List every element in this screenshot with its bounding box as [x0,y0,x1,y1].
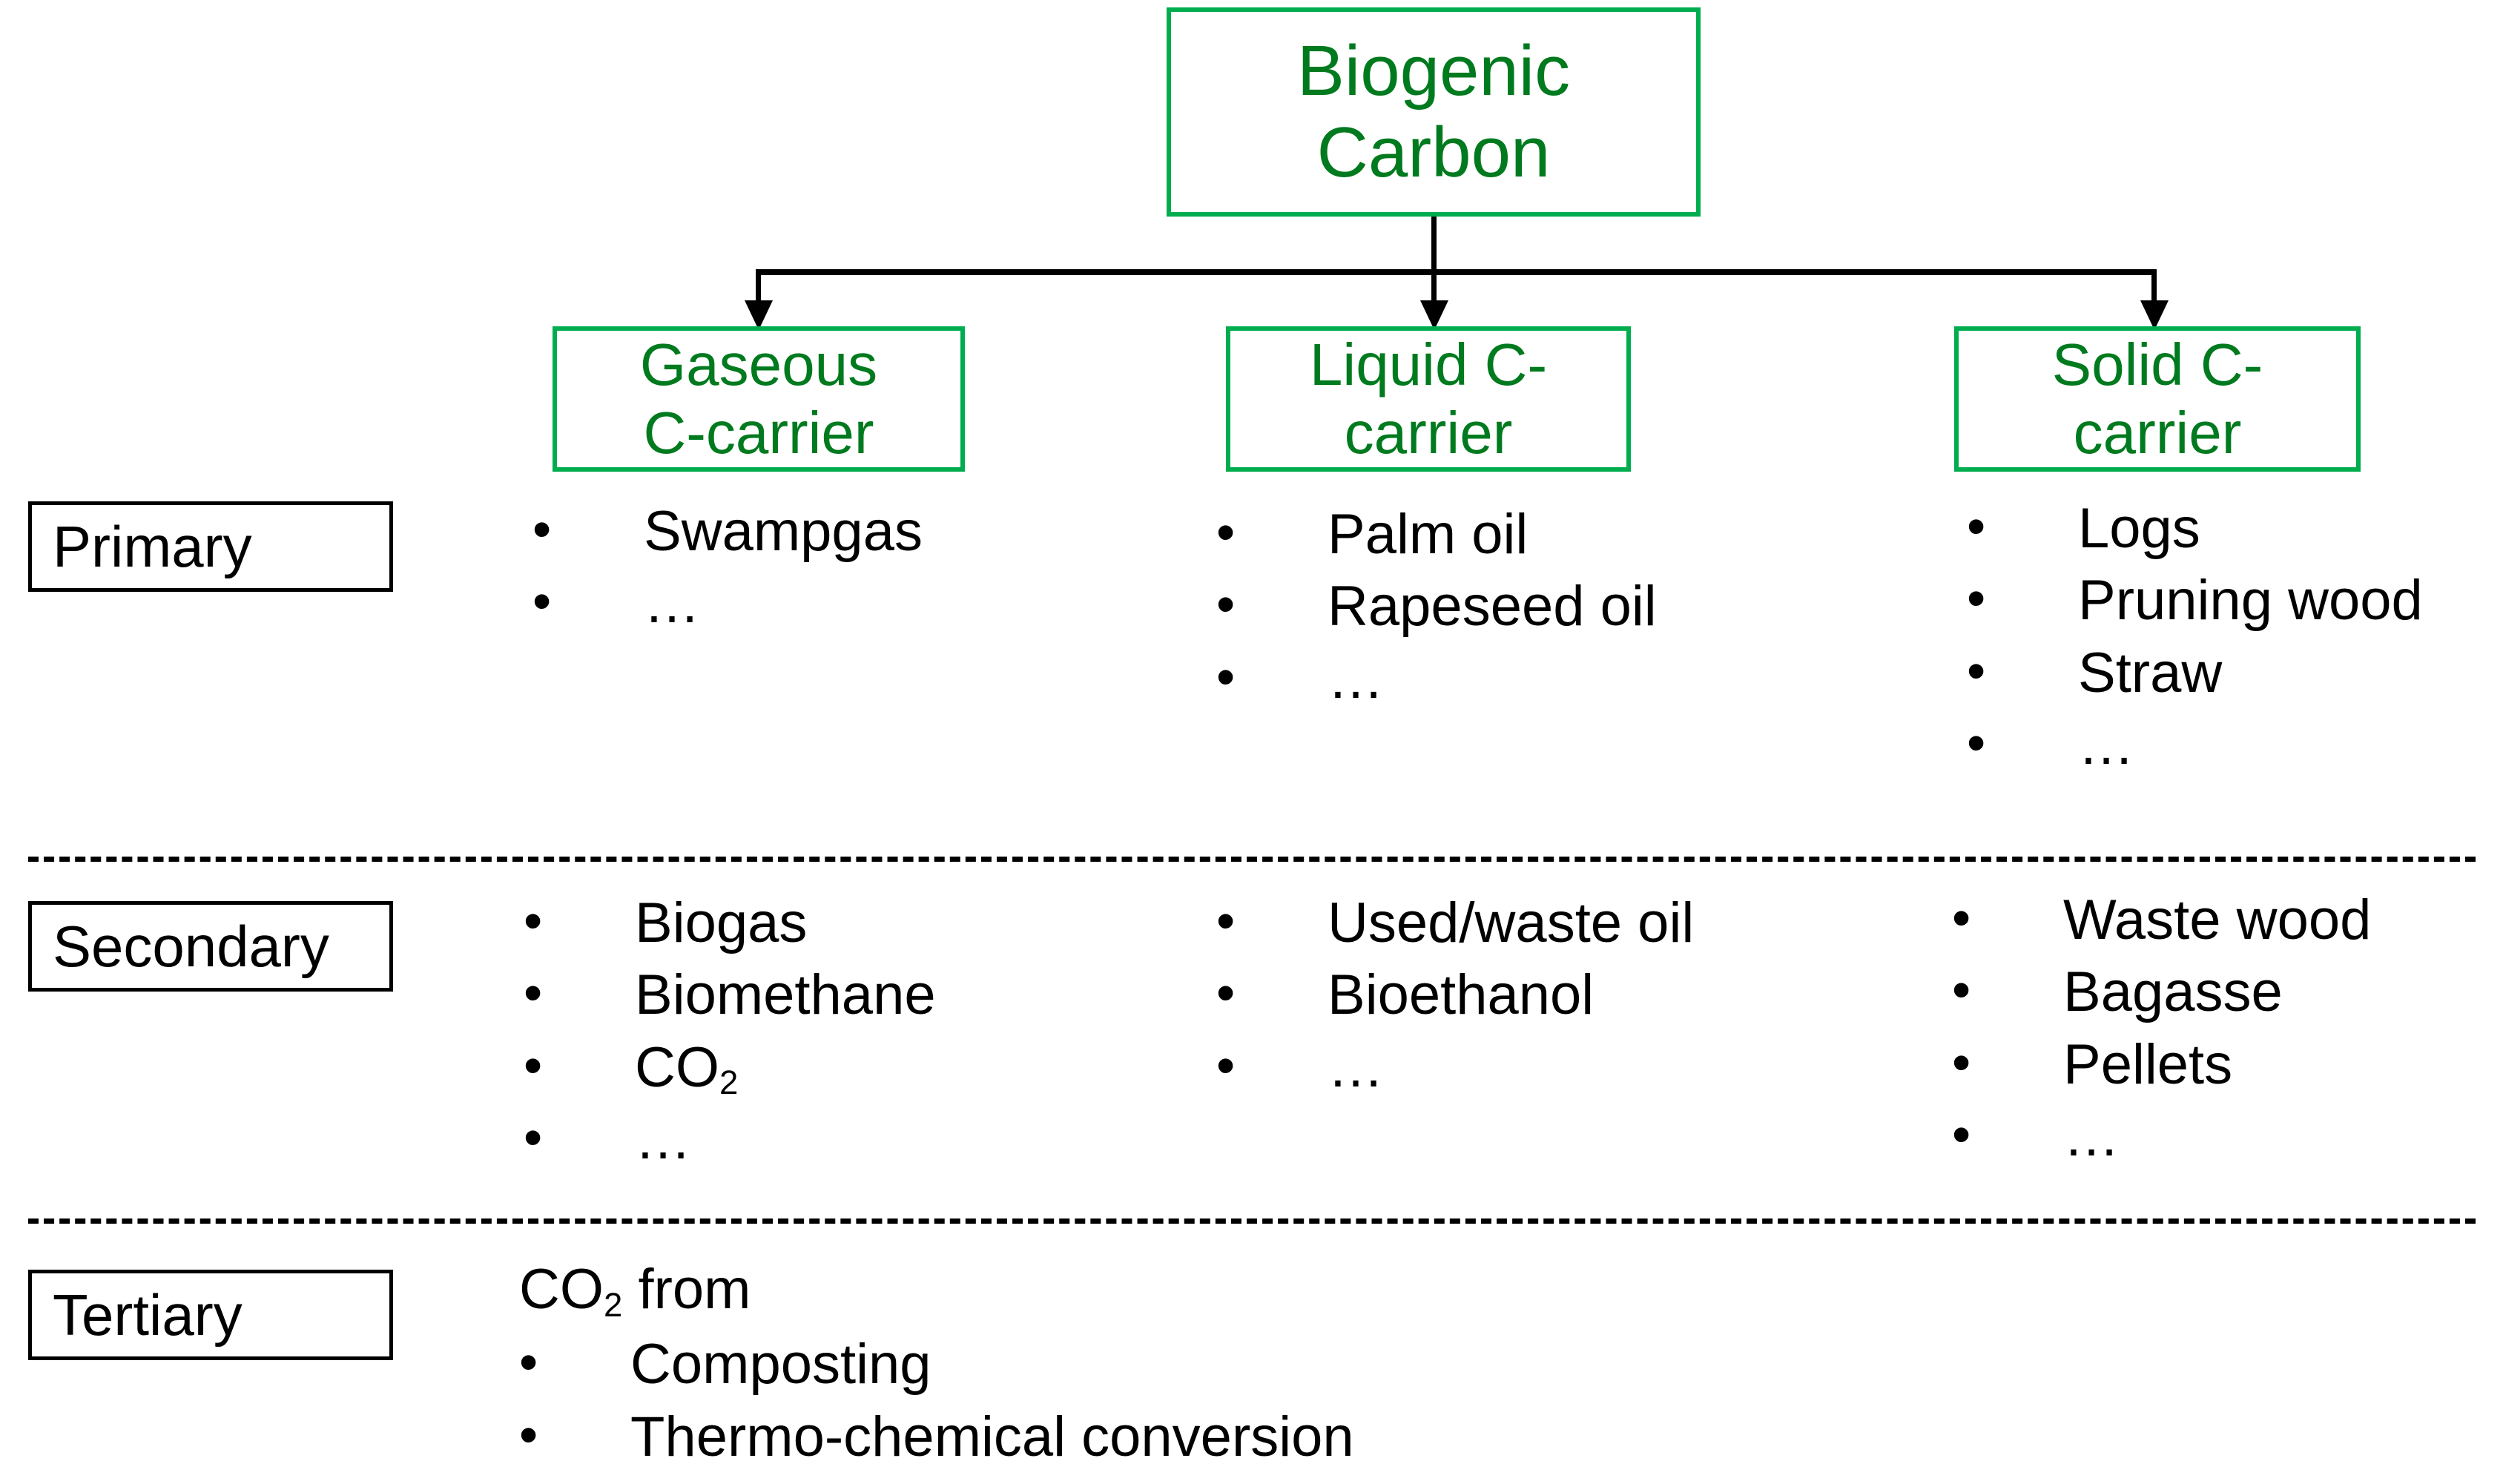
list-item: Waste wood [1952,884,2371,956]
node-biogenic-carbon-line2: Carbon [1316,113,1551,192]
list-item: Logs [1967,492,2423,564]
row-label-secondary-text: Secondary [53,913,329,979]
list-item: Composting [519,1328,1354,1400]
row-label-primary: Primary [28,501,393,592]
node-biogenic-carbon: Biogenic Carbon [1167,7,1701,217]
list-primary-liquid: Palm oil Rapeseed oil … [1216,498,1657,715]
tertiary-heading: CO2 from [519,1253,1354,1325]
list-item: Pellets [1952,1029,2371,1101]
node-biogenic-carbon-label: Biogenic Carbon [1297,30,1570,194]
list-tertiary: Composting Thermo-chemical conversion [519,1328,1354,1473]
node-solid-line1: Solid C- [2051,332,2263,398]
arrow-down-icon-liquid [1420,300,1448,330]
arrow-down-icon-gaseous [745,300,773,330]
divider-secondary-tertiary [28,1218,2476,1224]
list-primary-gaseous: Swampgas … [532,495,923,640]
row-label-tertiary-text: Tertiary [53,1282,243,1348]
list-item: Biogas [524,887,936,959]
connector-stem-horizontal [758,269,2157,275]
row-label-primary-text: Primary [53,513,252,579]
node-solid-c-carrier: Solid C- carrier [1954,326,2361,472]
node-solid-c-carrier-label: Solid C- carrier [2052,331,2263,467]
list-secondary-solid: Waste wood Bagasse Pellets … [1952,884,2371,1173]
node-liquid-line2: carrier [1344,400,1513,466]
list-item: Biomethane [524,959,936,1031]
list-secondary-liquid: Used/waste oil Bioethanol … [1216,887,1694,1104]
connector-drop-solid [2151,269,2157,306]
node-liquid-c-carrier: Liquid C- carrier [1226,326,1631,472]
list-item: … [1952,1101,2371,1173]
arrow-down-icon-solid [2140,300,2169,330]
list-item: Pruning wood [1967,564,2423,636]
list-primary-solid: Logs Pruning wood Straw … [1967,492,2423,781]
connector-drop-liquid [1431,269,1437,306]
list-item: … [1967,709,2423,781]
list-item: Palm oil [1216,498,1657,570]
co2-base: CO [519,1258,604,1321]
list-item: Bioethanol [1216,959,1694,1031]
divider-primary-secondary [28,857,2476,862]
node-biogenic-carbon-line1: Biogenic [1296,30,1571,111]
node-gaseous-c-carrier-label: Gaseous C-carrier [640,331,877,467]
co2-base: CO [635,1035,719,1099]
tertiary-heading-suffix: from [622,1258,751,1321]
tertiary-content: CO2 from Composting Thermo-chemical conv… [519,1253,1354,1473]
node-solid-line2: carrier [2073,400,2242,466]
co2-subscript: 2 [604,1285,623,1324]
list-item: Thermo-chemical conversion [519,1401,1354,1473]
row-label-secondary: Secondary [28,901,393,992]
node-gaseous-c-carrier: Gaseous C-carrier [553,326,965,472]
list-item: … [1216,1032,1694,1104]
node-gaseous-line1: Gaseous [639,332,878,398]
list-item: Used/waste oil [1216,887,1694,959]
co2-subscript: 2 [719,1063,739,1102]
list-item: … [524,1104,936,1175]
list-item: … [532,567,923,639]
list-item: Rapeseed oil [1216,570,1657,642]
list-item-co2: CO2 [524,1032,936,1104]
node-liquid-c-carrier-label: Liquid C- carrier [1310,331,1547,467]
list-item: Bagasse [1952,956,2371,1028]
node-gaseous-line2: C-carrier [643,400,874,466]
node-liquid-line1: Liquid C- [1309,332,1548,398]
list-item: … [1216,643,1657,715]
connector-stem-vertical [1431,217,1437,271]
connector-drop-gaseous [756,269,761,306]
list-item: Straw [1967,637,2423,709]
list-item: Swampgas [532,495,923,567]
list-secondary-gaseous: Biogas Biomethane CO2 … [524,887,936,1175]
row-label-tertiary: Tertiary [28,1270,393,1360]
